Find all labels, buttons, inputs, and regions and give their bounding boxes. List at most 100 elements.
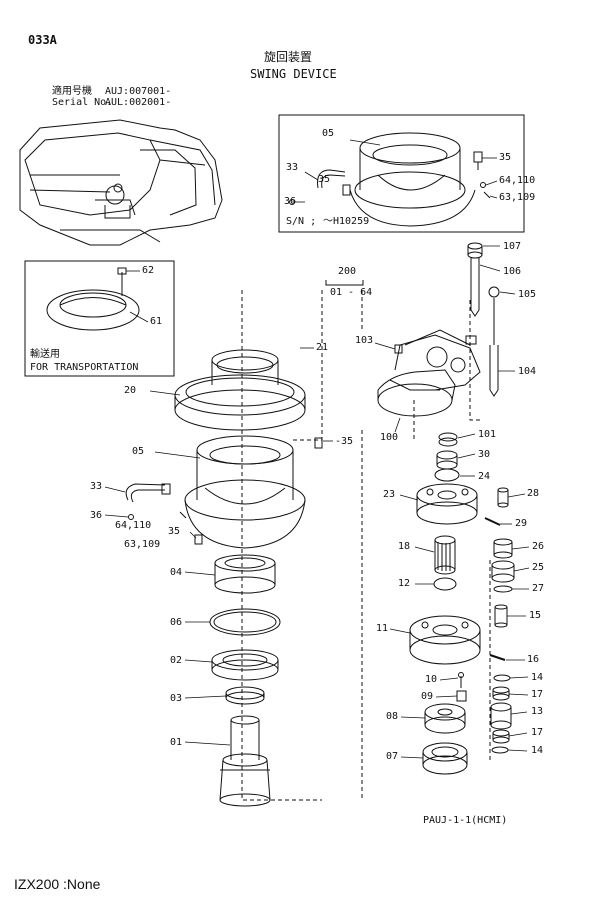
callout-06: 06 bbox=[170, 617, 183, 628]
serial-label: Serial No. bbox=[52, 97, 113, 108]
transport-label-en: FOR TRANSPORTATION bbox=[30, 362, 139, 373]
callout-107: 107 bbox=[503, 241, 522, 252]
callout-103: 103 bbox=[355, 335, 374, 346]
callout-63-109: 63,109 bbox=[124, 539, 161, 550]
callout-18: 18 bbox=[398, 541, 411, 552]
callout-33-inset: 33 bbox=[286, 162, 299, 173]
group-number: 200 bbox=[338, 266, 357, 277]
callout-09: 09 bbox=[421, 691, 434, 702]
washer-14-b bbox=[491, 746, 509, 754]
swing-housing-05 bbox=[125, 435, 323, 549]
callout-12: 12 bbox=[398, 578, 411, 589]
callout-20: 20 bbox=[124, 385, 137, 396]
callout-28: 28 bbox=[527, 488, 540, 499]
washer-14-a bbox=[493, 674, 511, 682]
spacer-03 bbox=[225, 686, 265, 705]
inset-early-serial-box bbox=[278, 114, 525, 233]
callout-104: 104 bbox=[518, 366, 537, 377]
seal-07 bbox=[422, 742, 468, 775]
callout-64-110: 64,110 bbox=[115, 520, 152, 531]
callout-15: 15 bbox=[529, 610, 542, 621]
level-gauge-106 bbox=[467, 242, 483, 317]
callout-leaders bbox=[104, 139, 530, 759]
callout-23: 23 bbox=[383, 489, 396, 500]
callout-64-110-inset: 64,110 bbox=[499, 175, 536, 186]
callout-63-109-inset: 63,109 bbox=[499, 192, 536, 203]
callout-33: 33 bbox=[90, 481, 103, 492]
nut-101 bbox=[438, 432, 458, 447]
callout-17-a: 17 bbox=[531, 689, 544, 700]
plug-09 bbox=[456, 690, 467, 702]
callout-03: 03 bbox=[170, 693, 183, 704]
drawing-reference: PAUJ-1-1(HCMI) bbox=[423, 815, 508, 826]
needle-17-b bbox=[492, 729, 510, 744]
dashed-leaders bbox=[241, 290, 491, 801]
excavator-upperstructure-illustration bbox=[19, 119, 223, 246]
transport-label-jp: 輸送用 bbox=[30, 349, 60, 360]
seal-ring-06 bbox=[209, 608, 281, 636]
callout-30: 30 bbox=[478, 449, 491, 460]
washer-27 bbox=[493, 585, 513, 593]
callout-17-b: 17 bbox=[531, 727, 544, 738]
title-jp: 旋回装置 bbox=[264, 50, 313, 64]
gear-30 bbox=[436, 450, 458, 470]
callout-61: 61 bbox=[150, 316, 163, 327]
callout-14-a: 14 bbox=[531, 672, 544, 683]
callout-21: 21 bbox=[316, 342, 329, 353]
callout-04: 04 bbox=[170, 567, 183, 578]
inset-transport-box bbox=[24, 260, 175, 377]
washer-24 bbox=[434, 468, 460, 482]
footer-model-label: IZX200 :None bbox=[14, 876, 101, 892]
pin-15 bbox=[494, 604, 508, 628]
callout-14-b: 14 bbox=[531, 745, 544, 756]
needle-17-a bbox=[492, 686, 510, 701]
planet-gear-13 bbox=[490, 702, 512, 730]
callout-16: 16 bbox=[527, 654, 540, 665]
callout-35-inset-right: 35 bbox=[499, 152, 512, 163]
callout-10: 10 bbox=[425, 674, 438, 685]
transport-cover-plate bbox=[46, 267, 140, 331]
planet-gear-26 bbox=[493, 538, 513, 559]
callout-08: 08 bbox=[386, 711, 399, 722]
callout-100: 100 bbox=[380, 432, 399, 443]
callout-29: 29 bbox=[515, 518, 528, 529]
sn-label: S/N ; bbox=[286, 216, 317, 227]
dipstick-104 bbox=[488, 286, 500, 397]
needle-bearing-25 bbox=[491, 560, 515, 583]
shaft-01 bbox=[219, 715, 271, 807]
callout-01: 01 bbox=[170, 737, 183, 748]
pin-28 bbox=[497, 487, 509, 508]
callout-105: 105 bbox=[518, 289, 537, 300]
bearing-04 bbox=[214, 554, 276, 594]
page-code: 033A bbox=[28, 33, 57, 47]
callout-07: 07 bbox=[386, 751, 399, 762]
thrust-washer-12 bbox=[433, 577, 457, 591]
carrier-23 bbox=[416, 483, 478, 525]
sun-gear-18 bbox=[434, 535, 456, 575]
swing-motor-100 bbox=[377, 329, 481, 417]
spring-pin-29 bbox=[484, 517, 501, 526]
callout-35: 35 bbox=[168, 526, 181, 537]
sn-value: ～H10259 bbox=[323, 216, 370, 227]
callout-02: 02 bbox=[170, 655, 183, 666]
callout-25: 25 bbox=[532, 562, 545, 573]
spring-pin-16 bbox=[489, 654, 506, 661]
callout-62: 62 bbox=[142, 265, 155, 276]
callout-36-inset: 36 bbox=[284, 196, 297, 207]
callout-35-right: -35 bbox=[335, 436, 354, 447]
disc-08 bbox=[424, 703, 466, 734]
serial-value: AUL:002001- bbox=[105, 97, 172, 108]
title-en: SWING DEVICE bbox=[250, 67, 337, 81]
callout-11: 11 bbox=[376, 623, 389, 634]
group-range: 01 - 64 bbox=[330, 287, 373, 298]
callout-101: 101 bbox=[478, 429, 497, 440]
applicable-value: AUJ:007001- bbox=[105, 86, 172, 97]
callout-24: 24 bbox=[478, 471, 491, 482]
carrier-11 bbox=[409, 615, 481, 665]
callout-27: 27 bbox=[532, 583, 545, 594]
callout-36: 36 bbox=[90, 510, 103, 521]
callout-35-inset: 35 bbox=[318, 174, 331, 185]
callout-26: 26 bbox=[532, 541, 545, 552]
